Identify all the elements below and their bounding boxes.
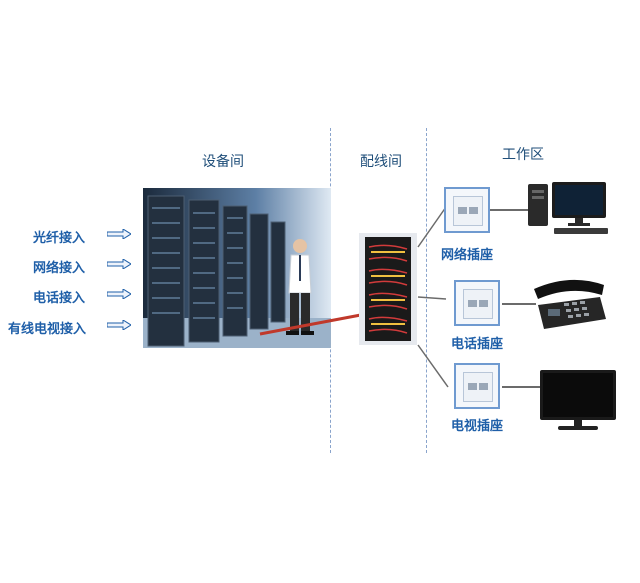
telephone-icon: [534, 279, 606, 329]
input-label-network: 网络接入: [33, 261, 86, 276]
network-device-line: [490, 209, 530, 211]
tv-socket: [454, 363, 500, 409]
input-arrow-cable-tv: [107, 320, 131, 330]
network-socket: [444, 187, 490, 233]
input-arrow-phone: [107, 289, 131, 299]
tv-device-line: [502, 386, 540, 388]
input-arrow-fiber: [107, 229, 131, 239]
input-label-fiber: 光纤接入: [33, 231, 86, 246]
input-label-phone: 电话接入: [33, 291, 86, 306]
equipment-room-title: 设备间: [202, 154, 244, 170]
server-room-image: [143, 188, 331, 348]
branch-lines: [417, 206, 449, 388]
work-area-title: 工作区: [502, 147, 544, 163]
tv-socket-label: 电视插座: [450, 419, 503, 434]
phone-socket: [454, 280, 500, 326]
divider-right: [426, 128, 427, 453]
network-socket-label: 网络插座: [440, 248, 493, 263]
computer-icon: [528, 182, 608, 234]
phone-device-line: [502, 303, 536, 305]
wiring-cabinet-image: [359, 233, 417, 345]
input-label-cable-tv: 有线电视接入: [8, 322, 87, 337]
input-arrow-network: [107, 259, 131, 269]
wiring-closet-title: 配线间: [360, 154, 402, 170]
television-icon: [540, 370, 616, 430]
phone-socket-label: 电话插座: [450, 337, 503, 352]
